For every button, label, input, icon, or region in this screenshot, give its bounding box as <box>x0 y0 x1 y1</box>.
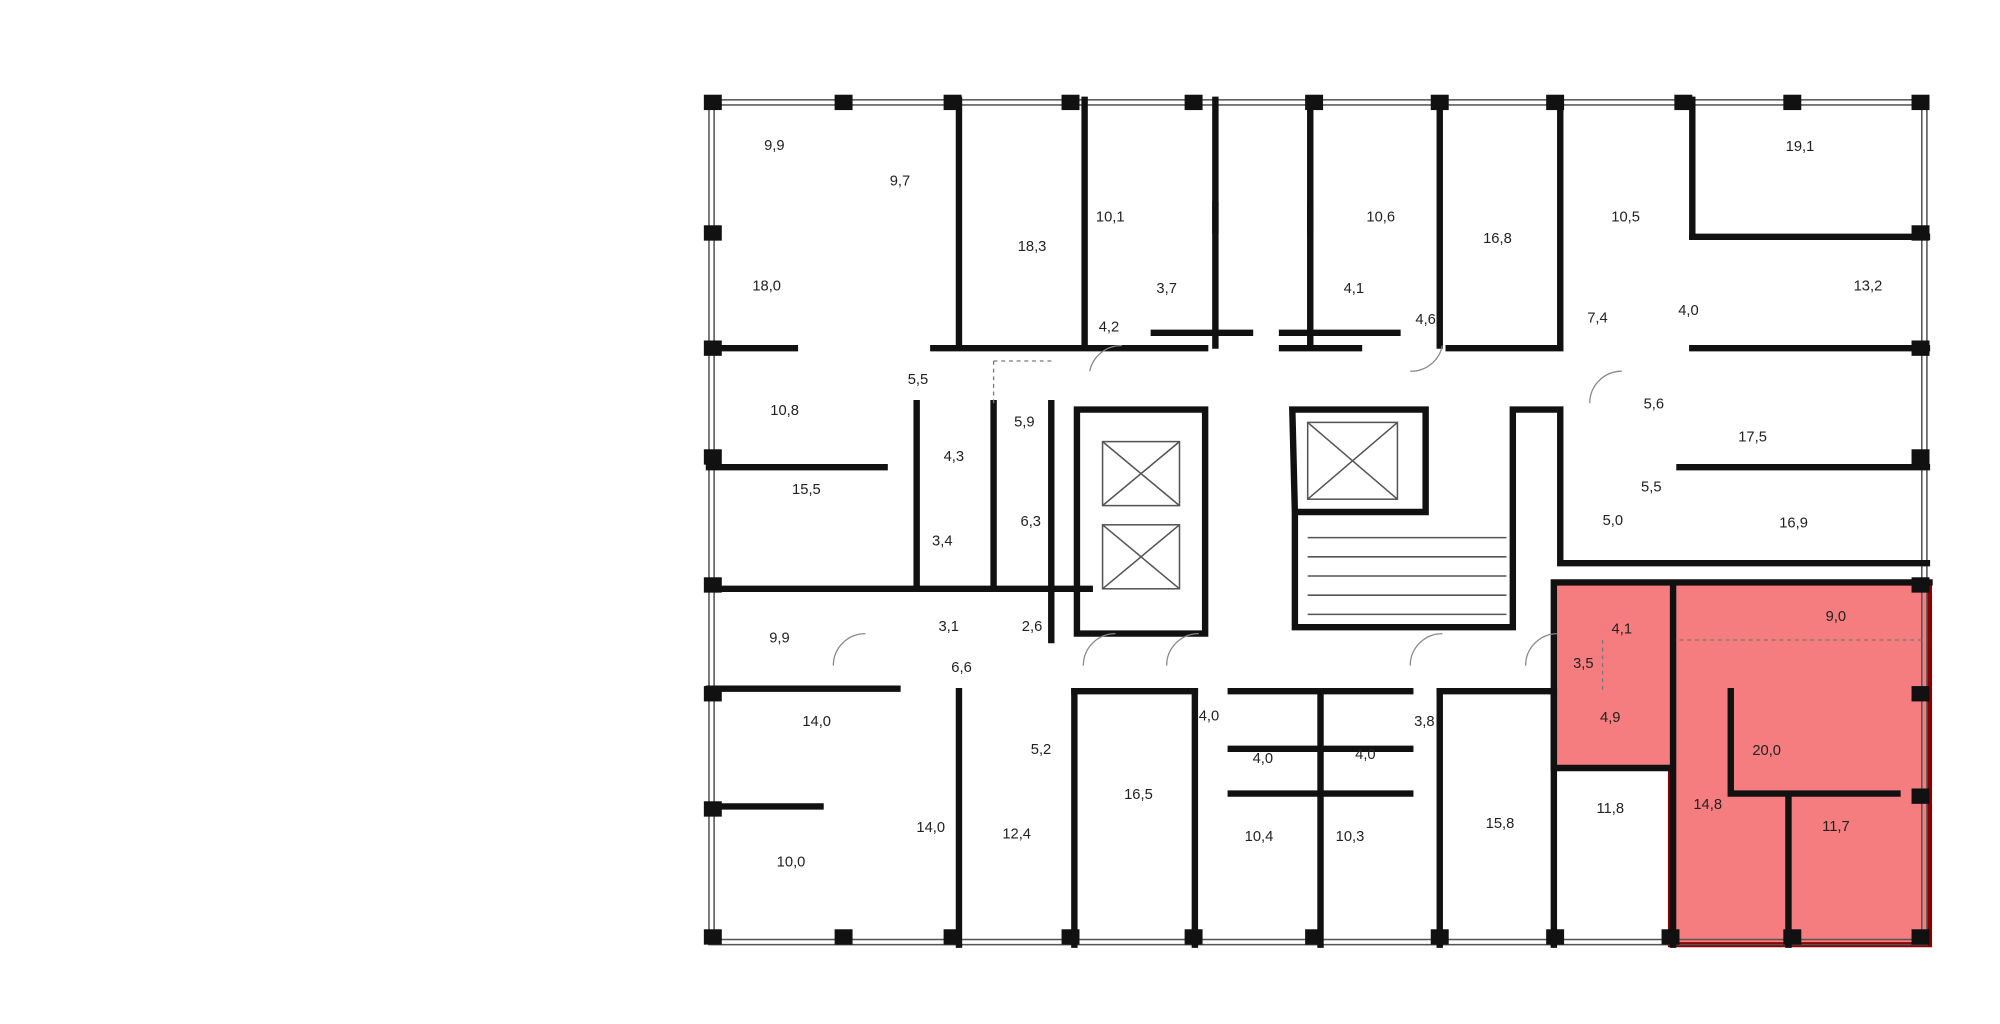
room-area-label: 10,3 <box>1336 829 1365 845</box>
room-area-label: 5,5 <box>908 372 928 388</box>
room-area-label: 5,5 <box>1641 480 1661 496</box>
room-area-label: 3,1 <box>938 619 958 635</box>
room-area-label: 3,5 <box>1573 656 1593 672</box>
room-area-labels: 9,9 9,7 18,0 18,3 10,1 3,7 4,2 10,6 4,1 16,8 4,6 10… <box>752 138 1882 871</box>
room-area-label: 4,1 <box>1612 622 1632 638</box>
room-area-label: 4,0 <box>1678 303 1698 319</box>
room-area-label: 16,9 <box>1779 515 1808 531</box>
interior-walls <box>705 96 1933 948</box>
room-area-label: 14,0 <box>802 714 831 730</box>
column <box>834 929 853 945</box>
room-area-label: 5,2 <box>1031 742 1051 758</box>
room-area-label: 9,0 <box>1826 609 1846 625</box>
room-area-label: 3,8 <box>1414 714 1434 730</box>
column <box>1184 94 1203 111</box>
room-area-label: 4,0 <box>1355 747 1375 763</box>
column <box>1911 449 1930 465</box>
room-area-label: 10,6 <box>1366 209 1395 225</box>
room-area-label: 10,4 <box>1245 829 1274 845</box>
room-area-label: 5,6 <box>1644 396 1664 412</box>
room-area-label: 9,7 <box>890 174 910 190</box>
room-area-label: 15,8 <box>1486 816 1515 832</box>
column <box>1061 94 1080 111</box>
room-area-label: 4,0 <box>1199 709 1219 725</box>
room-area-label: 4,6 <box>1415 312 1435 328</box>
room-area-label: 10,1 <box>1096 209 1125 225</box>
column <box>834 94 853 111</box>
room-area-label: 4,0 <box>1253 751 1273 767</box>
room-area-label: 15,5 <box>792 482 821 498</box>
room-area-label: 7,4 <box>1587 311 1607 327</box>
room-area-label: 5,9 <box>1014 414 1034 430</box>
room-area-label: 18,3 <box>1018 239 1047 255</box>
room-area-label: 4,3 <box>944 449 964 465</box>
column <box>1674 94 1693 111</box>
room-area-label: 5,0 <box>1603 513 1623 529</box>
column <box>1911 686 1930 702</box>
room-area-label: 19,1 <box>1786 139 1815 155</box>
room-area-label: 14,0 <box>916 820 945 836</box>
column <box>703 929 722 945</box>
room-area-label: 17,5 <box>1738 430 1767 446</box>
room-area-label: 4,9 <box>1600 710 1620 726</box>
column <box>1783 94 1802 111</box>
room-area-label: 16,5 <box>1124 787 1153 803</box>
room-area-label: 6,3 <box>1021 514 1041 530</box>
column <box>703 94 722 111</box>
column <box>1911 929 1930 945</box>
room-area-label: 4,1 <box>1344 281 1364 297</box>
room-area-label: 3,4 <box>932 533 952 549</box>
room-area-label: 18,0 <box>752 279 781 295</box>
room-area-label: 10,8 <box>770 403 799 419</box>
room-area-label: 11,7 <box>1822 819 1850 835</box>
room-area-label: 20,0 <box>1752 743 1781 759</box>
column <box>703 225 722 241</box>
room-area-label: 6,6 <box>951 660 971 676</box>
room-area-label: 9,9 <box>764 138 784 154</box>
room-area-label: 3,7 <box>1156 281 1176 297</box>
column <box>1911 94 1930 111</box>
room-area-label: 11,8 <box>1596 801 1624 817</box>
room-area-label: 14,8 <box>1693 797 1722 813</box>
column <box>703 449 722 465</box>
selected-apartment-highlight[interactable] <box>1551 579 1933 948</box>
room-area-label: 10,0 <box>777 855 806 871</box>
room-area-label: 12,4 <box>1002 826 1031 842</box>
room-area-label: 13,2 <box>1854 279 1883 295</box>
room-area-label: 16,8 <box>1483 231 1512 247</box>
room-area-label: 4,2 <box>1099 320 1119 336</box>
column <box>1911 788 1930 804</box>
room-area-label: 2,6 <box>1022 619 1042 635</box>
room-area-label: 10,5 <box>1611 209 1640 225</box>
room-area-label: 9,9 <box>769 631 789 647</box>
